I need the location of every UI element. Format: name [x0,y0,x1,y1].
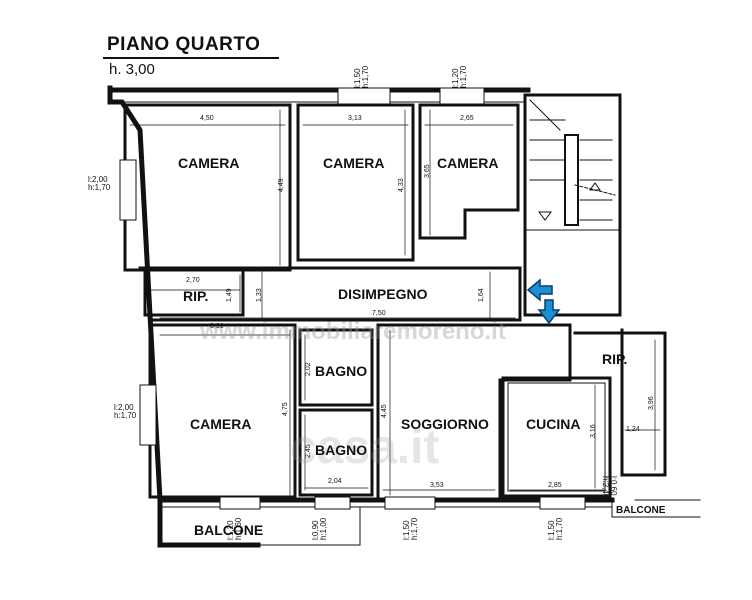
dim-camera1-w: 4,50 [200,115,214,122]
dim-bagno2-h: 2,45 [305,444,312,458]
room-disimpegno: DISIMPEGNO [338,286,428,302]
camera2-walls [296,103,415,262]
dim-camera2-w: 3,13 [348,115,362,122]
window-bottom-4 [539,496,586,510]
dim-rip1-h: 1,49 [226,288,233,302]
watermark-url: www.immobiliaremoreno.it [200,318,506,345]
dim-rip2-w: 1,24 [626,426,640,433]
bagno2-walls [298,408,374,497]
room-camera-1: CAMERA [178,155,240,171]
dim-soggiorno-h: 4,45 [381,404,388,418]
dim-camera4-h: 4,75 [282,402,289,416]
dim-camera1-h: 4,49 [278,178,285,192]
plan-title: PIANO QUARTO [107,34,261,55]
dim-soggiorno-w: 3,53 [430,482,444,489]
dim-bagno2-w: 2,04 [328,478,342,485]
room-balcone-1: BALCONE [194,522,264,538]
disimpegno-walls [138,266,522,322]
cucina-walls [501,376,612,498]
dim-camera4-w: 3,91 [210,323,224,330]
dim-camera3-h: 3,65 [424,164,431,178]
window-top-1 [337,87,391,105]
room-rip-1: RIP. [183,288,209,304]
room-balcone-2: BALCONE [616,505,666,516]
ceiling-height: h. 3,00 [109,61,155,78]
room-camera-3: CAMERA [437,155,499,171]
dim-camera3-w: 2,65 [460,115,474,122]
dim-camera2-h: 4,33 [398,178,405,192]
dim-disimpegno-h2: 1,64 [478,288,485,302]
room-camera-4: CAMERA [190,416,252,432]
camera3-walls [418,103,520,240]
entrance-arrow-1 [526,278,553,302]
soggiorno-walls [376,323,572,499]
rip1-walls [143,268,245,317]
dim-rip1-w: 2,70 [186,277,200,284]
camera4-walls [148,323,297,499]
watermark-logo: casa.it [290,421,440,474]
dim-disimpegno-h1: 1,33 [256,288,263,302]
bagno1-walls [298,328,374,407]
dim-cucina-h: 3,16 [590,424,597,438]
window-bottom-2 [314,496,351,510]
entrance-arrows [526,278,561,325]
dim-disimpegno-w: 7,50 [372,310,386,317]
dim-cucina-w: 2,85 [548,482,562,489]
room-bagno-1: BAGNO [315,363,368,379]
window-left-2 [139,384,157,446]
dim-bagno1-h: 2,02 [305,362,312,376]
stairwell [523,93,622,317]
window-top-2 [439,87,485,105]
room-cucina: CUCINA [526,416,581,432]
room-soggiorno: SOGGIORNO [401,416,489,432]
entrance-arrow-2 [537,299,561,325]
room-bagno-2: BAGNO [315,442,368,458]
camera1-walls [123,103,292,272]
window-left-1 [119,159,137,221]
rip2-walls [573,328,667,477]
room-rip-2: RIP. [602,351,628,367]
title-underline [103,57,279,59]
window-bottom-1 [219,496,261,510]
room-camera-2: CAMERA [323,155,385,171]
dim-rip2-h: 3,96 [648,396,655,410]
window-bottom-3 [384,496,436,510]
